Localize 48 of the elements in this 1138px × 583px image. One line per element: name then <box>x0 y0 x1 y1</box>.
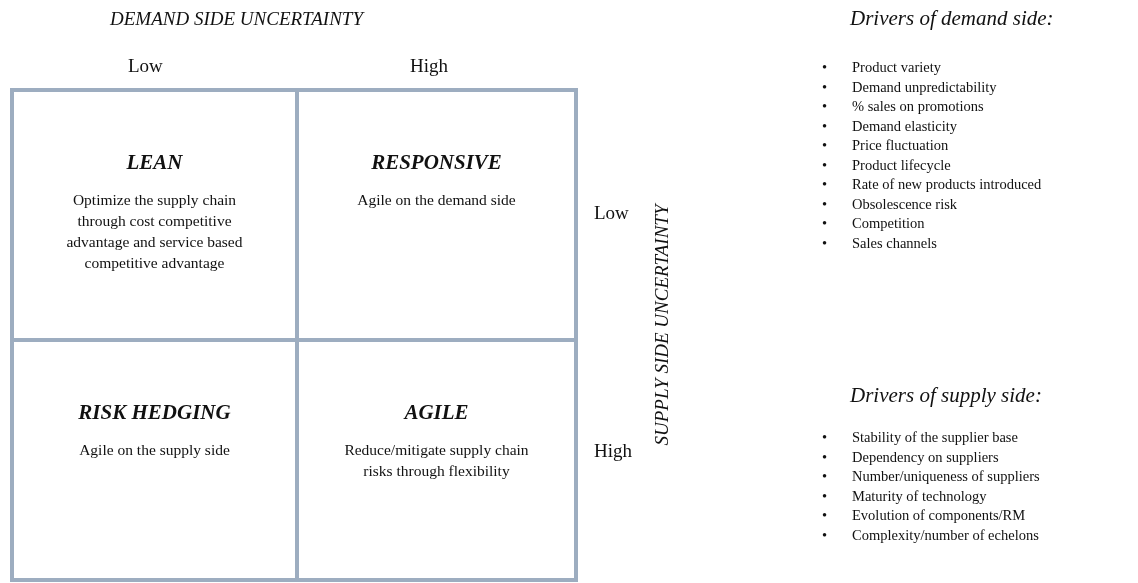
quadrant-title: LEAN <box>125 150 184 175</box>
quadrant-title: RISK HEDGING <box>77 400 232 425</box>
bullet: • <box>822 506 828 525</box>
list-item: Dependency on suppliers <box>852 447 999 467</box>
bullet: • <box>822 194 828 214</box>
bullet: • <box>822 97 828 116</box>
quadrant-title: RESPONSIVE <box>370 150 503 175</box>
quadrant-description: Agile on the supply side <box>78 440 231 460</box>
axis-level: Low <box>594 202 629 224</box>
list-item: Sales channels <box>852 233 937 253</box>
quadrant-title: AGILE <box>402 400 470 425</box>
axis-level: Low <box>128 55 163 77</box>
axis-level: High <box>410 55 448 77</box>
quadrant-description: Reduce/mitigate supply chain risks through flexibility <box>343 440 530 481</box>
bullet: • <box>822 447 828 467</box>
list-item: Stability of the supplier base <box>852 428 1018 447</box>
axis-title: DEMAND SIDE UNCERTAINTY <box>110 8 363 30</box>
quadrant-description: Agile on the demand side <box>356 190 517 210</box>
list-item: Maturity of technology <box>852 486 987 506</box>
bullet: • <box>822 525 828 545</box>
bullet: • <box>822 155 828 175</box>
list-item: Rate of new products introduced <box>852 175 1042 194</box>
axis-level: High <box>594 440 632 462</box>
list-item: Product variety <box>852 58 941 77</box>
list-item: Price fluctuation <box>852 136 949 155</box>
bullet: • <box>822 77 828 97</box>
bullet: • <box>822 175 828 194</box>
bullet: • <box>822 486 828 506</box>
bullet: • <box>822 136 828 155</box>
list-item: Demand elasticity <box>852 116 958 136</box>
bullet: • <box>822 58 828 77</box>
list-item: Evolution of components/RM <box>852 506 1026 525</box>
bullet: • <box>822 214 828 233</box>
list-item: Number/uniqueness of suppliers <box>852 467 1040 486</box>
axis-title: SUPPLY SIDE UNCERTAINTY <box>651 204 673 446</box>
list-heading: Drivers of demand side: <box>850 6 1054 31</box>
list-item: Competition <box>852 214 925 233</box>
bullet: • <box>822 233 828 253</box>
bullet: • <box>822 467 828 486</box>
list-heading: Drivers of supply side: <box>850 383 1042 408</box>
list-item: Product lifecycle <box>852 155 951 175</box>
list-item: Demand unpredictability <box>852 77 997 97</box>
quadrant-description: Optimize the supply chain through cost competitive advantage and service based competitive advantage <box>65 190 244 273</box>
list-item: Complexity/number of echelons <box>852 525 1039 545</box>
list-item: Obsolescence risk <box>852 194 958 214</box>
bullet: • <box>822 116 828 136</box>
bullet: • <box>822 428 828 447</box>
list-item: % sales on promotions <box>852 97 984 116</box>
